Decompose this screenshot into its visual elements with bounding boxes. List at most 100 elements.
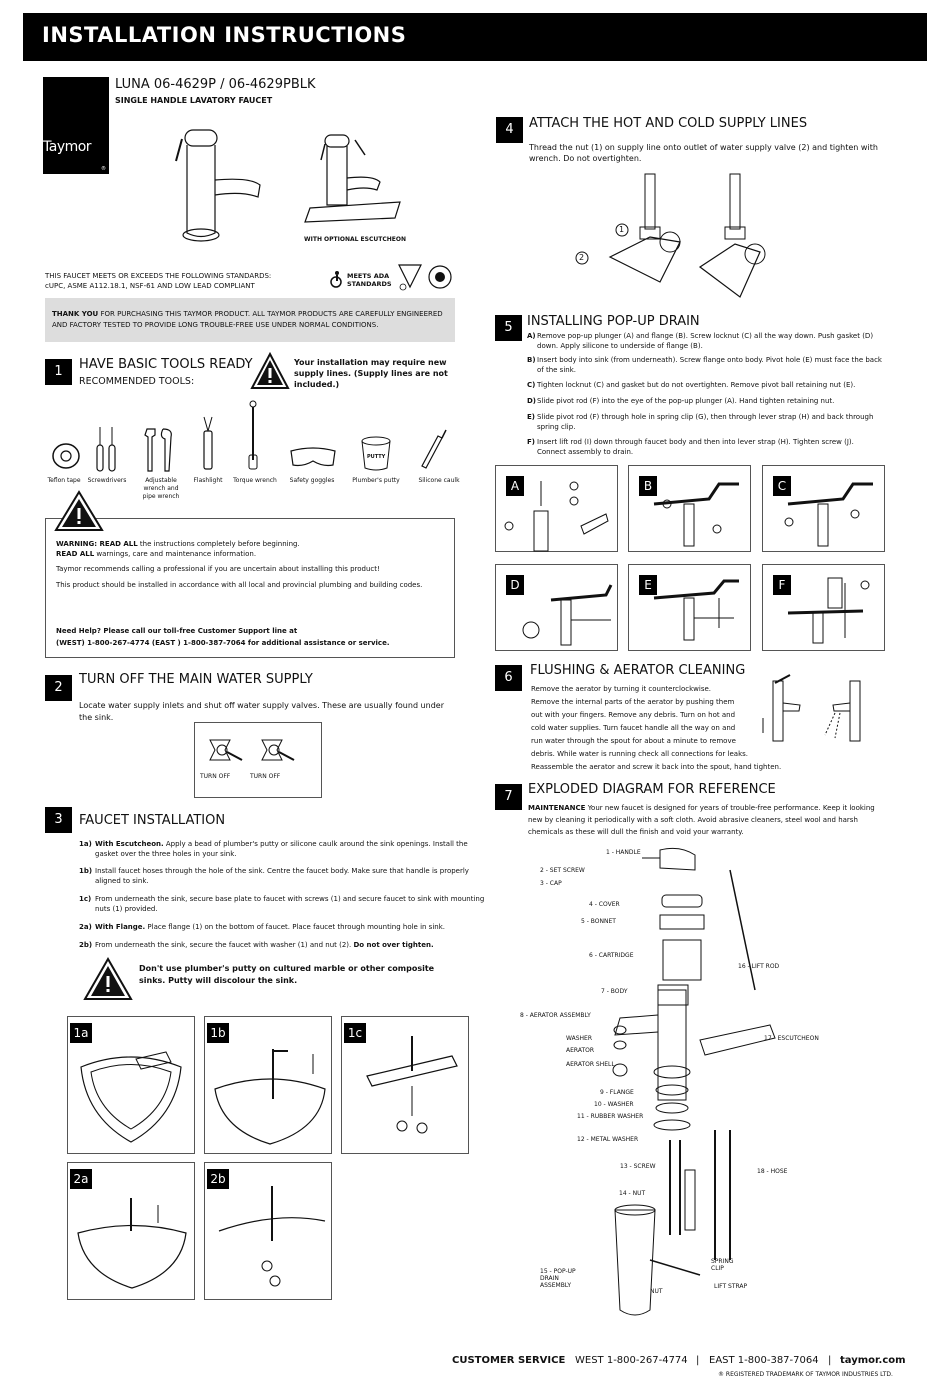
step7-number: 7 bbox=[495, 784, 522, 810]
step3-item-id: 1c) bbox=[79, 895, 92, 903]
part-label: 9 - FLANGE bbox=[600, 1089, 634, 1096]
sink-illustration bbox=[214, 1049, 326, 1145]
putty-can-label: PUTTY bbox=[367, 454, 386, 460]
faucet-illustration bbox=[175, 129, 261, 242]
part-label: NUT bbox=[650, 1288, 663, 1295]
step5-item-text: Slide pivot rod (F) through hole in spri… bbox=[537, 413, 874, 431]
faucet-escutcheon-illustration bbox=[304, 134, 401, 223]
help-line1: Need Help? Please call our toll-free Cus… bbox=[56, 627, 298, 635]
part-label: 2 - SET SCREW bbox=[540, 867, 585, 874]
warning-line4: This product should be installed in acco… bbox=[56, 581, 423, 589]
step3-item-bold: With Escutcheon. bbox=[95, 840, 164, 848]
safety-goggles-icon bbox=[290, 447, 336, 467]
part-label: 3 - CAP bbox=[540, 880, 562, 887]
faucet-flange-illustration bbox=[218, 1186, 326, 1287]
part-label: 13 - SCREW bbox=[620, 1163, 656, 1170]
footer-label: CUSTOMER SERVICE bbox=[452, 1355, 566, 1366]
warning-line1: WARNING: READ ALL the instructions compl… bbox=[56, 539, 300, 549]
tool-label: Silicone caulk bbox=[418, 477, 460, 484]
tool-label: Safety goggles bbox=[289, 477, 335, 484]
footer-west: WEST 1-800-267-4774 bbox=[575, 1355, 688, 1366]
tool-label: Teflon tape bbox=[47, 477, 81, 484]
ada-label: MEETS ADA STANDARDS bbox=[347, 272, 392, 288]
standards-line2: cUPC, ASME A112.18.1, NSF-61 AND LOW LEA… bbox=[45, 282, 255, 290]
step3-item-text: From underneath the sink, secure the fau… bbox=[95, 940, 487, 950]
step6-line: Remove the aerator by turning it counter… bbox=[531, 685, 711, 693]
warning-icon bbox=[83, 956, 133, 1000]
step5-item-text: Insert body into sink (from underneath).… bbox=[537, 356, 882, 374]
step3-item-id: 1a) bbox=[79, 840, 92, 848]
panel-label: 1a bbox=[70, 1023, 92, 1043]
step6-line: out with your fingers. Remove any debris… bbox=[531, 711, 736, 719]
panel-label: A bbox=[506, 476, 524, 496]
step6-line: Reassemble the aerator and screw it back… bbox=[531, 763, 782, 771]
step1-note: Your installation may require new supply… bbox=[294, 358, 448, 389]
drain-illustration bbox=[784, 482, 873, 547]
part-label: AERATOR SHELL bbox=[566, 1061, 615, 1068]
drain-illustration bbox=[653, 579, 739, 641]
part-label: 4 - COVER bbox=[589, 901, 620, 908]
drain-panel-d: D bbox=[495, 564, 618, 651]
drain-panel-a: A bbox=[495, 465, 618, 552]
help-line2: (WEST) 1-800-267-4774 (EAST ) 1-800-387-… bbox=[56, 639, 390, 647]
step6-line: run water through the spout for about a … bbox=[531, 737, 736, 745]
step5-item-id: B) bbox=[527, 356, 536, 364]
part-label: 18 - HOSE bbox=[757, 1168, 788, 1175]
footer-separator: | bbox=[696, 1355, 700, 1366]
step2-text: Locate water supply inlets and shut off … bbox=[79, 701, 444, 722]
aerator-faucet-illustration bbox=[762, 674, 861, 742]
plumbers-putty-icon bbox=[361, 436, 391, 471]
tool-label: Screwdrivers bbox=[87, 477, 127, 484]
warning-line2: READ ALL warnings, care and maintenance … bbox=[56, 549, 256, 559]
install-panel-1a: 1a bbox=[67, 1016, 195, 1154]
sink-illustration bbox=[80, 1051, 182, 1143]
tool-label: Flashlight bbox=[193, 477, 223, 484]
panel-label: E bbox=[639, 575, 657, 595]
part-label: 7 - BODY bbox=[601, 988, 628, 995]
step6-number: 6 bbox=[495, 665, 522, 691]
step5-title: INSTALLING POP-UP DRAIN bbox=[527, 314, 700, 329]
thank-you-bold: THANK YOU bbox=[52, 310, 99, 318]
step3-item-body: Place flange (1) on the bottom of faucet… bbox=[145, 923, 445, 931]
step5-item-id: C) bbox=[527, 381, 536, 389]
step3-title: FAUCET INSTALLATION bbox=[79, 813, 226, 828]
part-label: 8 - AERATOR ASSEMBLY bbox=[520, 1012, 591, 1019]
maintenance-bold: MAINTENANCE bbox=[528, 804, 586, 812]
panel-label: 1c bbox=[344, 1023, 366, 1043]
install-panel-2a: 2a bbox=[67, 1162, 195, 1300]
warning-line3: Taymor recommends calling a professional… bbox=[56, 565, 380, 573]
step3-item-id: 2b) bbox=[79, 941, 93, 949]
step5-item-text: Slide pivot rod (F) into the eye of the … bbox=[537, 397, 835, 405]
flashlight-icon bbox=[203, 416, 213, 470]
step6-line: Remove the internal parts of the aerator… bbox=[531, 698, 735, 706]
teflon-tape-icon bbox=[52, 443, 80, 469]
drain-panel-e: E bbox=[628, 564, 751, 651]
step4-title: ATTACH THE HOT AND COLD SUPPLY LINES bbox=[529, 116, 808, 131]
upc-cert-icon bbox=[398, 264, 422, 291]
warning-icon bbox=[250, 351, 290, 389]
turn-off-label: TURN OFF bbox=[200, 773, 231, 780]
part-label: 11 - RUBBER WASHER bbox=[577, 1113, 644, 1120]
drain-panel-b: B bbox=[628, 465, 751, 552]
lead-free-icon bbox=[428, 265, 452, 289]
step4-text: Thread the nut (1) on supply line onto o… bbox=[529, 143, 878, 163]
step3-number: 3 bbox=[45, 807, 72, 833]
step3-item-bold: With Flange. bbox=[95, 923, 146, 931]
tool-label: Torque wrench bbox=[233, 477, 277, 484]
step3-item-id: 1b) bbox=[79, 867, 93, 875]
header-bar: INSTALLATION INSTRUCTIONS bbox=[23, 13, 927, 61]
step1-subtitle: RECOMMENDED TOOLS: bbox=[79, 376, 195, 387]
step3-item-id: 2a) bbox=[79, 923, 92, 931]
logo-text: Taymor bbox=[43, 139, 92, 155]
part-label: SPRING CLIP bbox=[711, 1258, 734, 1272]
step6-line: cold water supplies. Turn faucet handle … bbox=[531, 724, 736, 732]
shutoff-valve-figure bbox=[194, 722, 322, 798]
footer-website-link[interactable]: taymor.com bbox=[840, 1355, 906, 1366]
footer-trademark: ® REGISTERED TRADEMARK OF TAYMOR INDUSTR… bbox=[718, 1371, 893, 1378]
part-label: 10 - WASHER bbox=[594, 1101, 634, 1108]
screwdrivers-icon bbox=[96, 427, 116, 472]
drain-illustration bbox=[787, 577, 870, 644]
step5-item-id: D) bbox=[527, 397, 537, 405]
step6-title: FLUSHING & AERATOR CLEANING bbox=[530, 663, 746, 678]
turn-off-label: TURN OFF bbox=[250, 773, 281, 780]
